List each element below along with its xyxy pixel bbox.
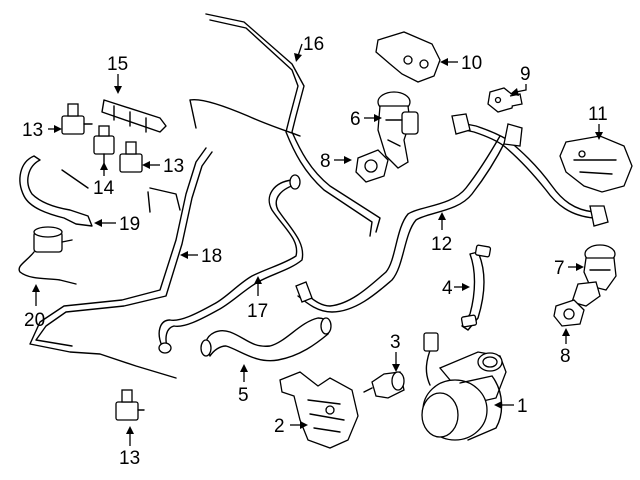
part-3-check-valve — [363, 371, 405, 399]
part-18-vacuum-line — [29, 147, 213, 379]
callout-15: 15 — [107, 54, 128, 75]
part-8-gasket-upper — [355, 149, 389, 183]
callout-9: 9 — [520, 64, 531, 85]
part-16-vacuum-line — [189, 13, 381, 237]
callout-13-left: 13 — [22, 120, 43, 141]
callout-14: 14 — [93, 178, 115, 199]
part-8-gasket-lower — [553, 299, 585, 327]
part-10-bracket — [375, 31, 441, 83]
callout-10: 10 — [461, 53, 482, 74]
part-1-air-pump — [421, 332, 507, 441]
callout-12: 12 — [431, 234, 452, 255]
part-19-hose — [19, 155, 93, 227]
callout-5: 5 — [238, 385, 249, 406]
part-13-solenoid-b — [119, 141, 143, 173]
callout-2: 2 — [274, 416, 285, 437]
part-15-manifold — [101, 99, 167, 133]
callout-17: 17 — [247, 301, 268, 322]
callout-18: 18 — [201, 246, 222, 267]
part-12-hose — [295, 113, 609, 313]
part-4-hose — [460, 244, 492, 331]
callout-8-lower: 8 — [560, 346, 571, 367]
callout-6: 6 — [350, 109, 361, 130]
part-17-hose — [158, 174, 304, 354]
callout-8-upper: 8 — [320, 151, 331, 172]
part-14-valve — [93, 125, 115, 165]
callout-13-bottom: 13 — [119, 448, 140, 469]
part-11-heat-shield — [559, 135, 633, 193]
callout-16: 16 — [303, 34, 324, 55]
part-13-solenoid-c — [115, 389, 145, 421]
callout-7: 7 — [554, 258, 565, 279]
part-6-valve — [377, 91, 419, 169]
callout-11: 11 — [588, 104, 608, 125]
callout-4: 4 — [442, 278, 453, 299]
callout-leaders — [32, 43, 603, 446]
callout-labels: 1 2 3 4 5 6 7 8 8 9 10 11 12 13 13 13 14… — [22, 34, 608, 469]
part-20-valve — [18, 226, 77, 285]
part-2-bracket — [279, 371, 359, 449]
callout-1: 1 — [517, 396, 528, 417]
callout-13-mid: 13 — [163, 156, 184, 177]
callout-19: 19 — [119, 214, 140, 235]
part-7-valve — [571, 244, 617, 307]
callout-20: 20 — [24, 310, 45, 331]
part-13-solenoid-a — [61, 103, 93, 135]
callout-3: 3 — [390, 332, 401, 353]
part-5-hose — [200, 317, 332, 362]
part-9-sensor — [487, 87, 523, 113]
